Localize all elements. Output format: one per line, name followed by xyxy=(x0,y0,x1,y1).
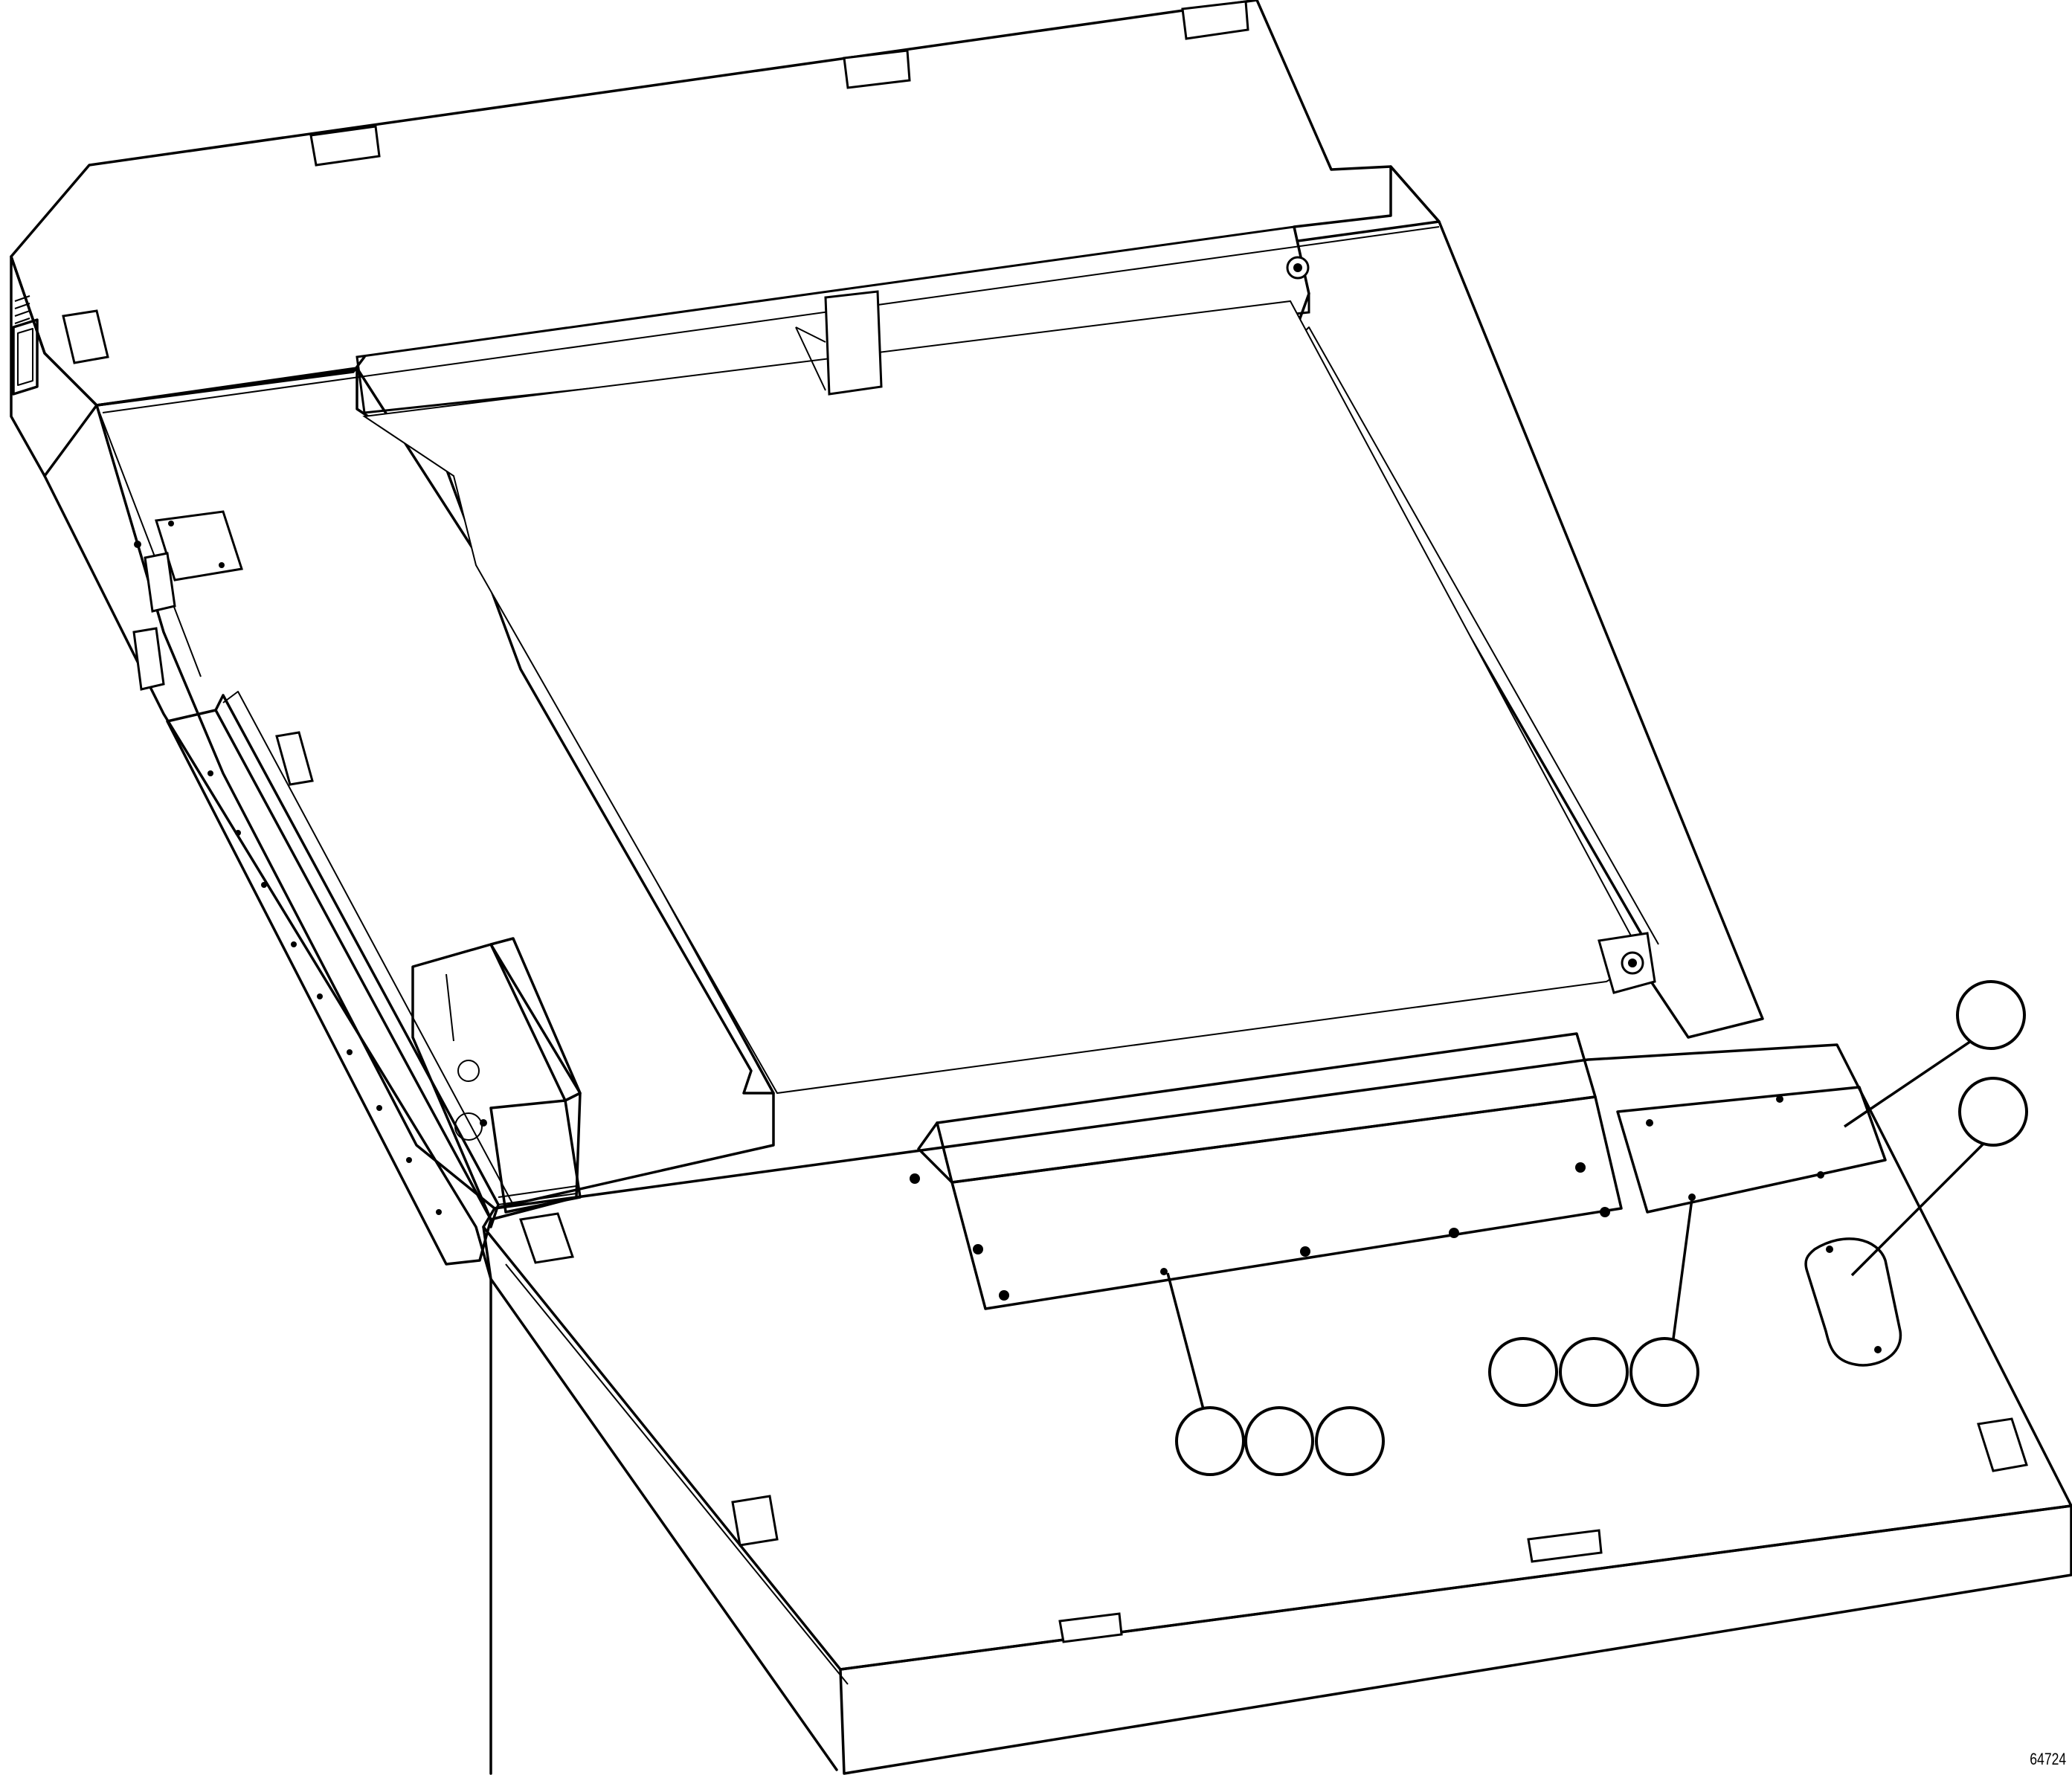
left-angle-rail xyxy=(166,691,514,1266)
center-trough xyxy=(910,1032,1623,1310)
center-opening xyxy=(362,256,1656,1095)
callout-d xyxy=(1559,1337,1629,1407)
electrical-box xyxy=(411,937,582,1221)
oval-plate xyxy=(1804,1237,1902,1367)
left-side-wall xyxy=(10,255,492,1775)
callout-e xyxy=(1629,1337,1699,1407)
callout-b xyxy=(1958,1077,2028,1147)
upper-deck-pads xyxy=(62,0,1249,786)
callout-g xyxy=(1244,1406,1314,1476)
callout-c xyxy=(1488,1337,1558,1407)
callout-h xyxy=(1315,1406,1385,1476)
leader-lines xyxy=(1166,1032,1987,1410)
access-cover-right xyxy=(1616,1086,1887,1214)
callout-f xyxy=(1175,1406,1245,1476)
callout-a xyxy=(1956,980,2026,1050)
figure-number: 64724 xyxy=(2030,1750,2066,1768)
left-mesh-strip xyxy=(95,367,775,1210)
lower-main-panel xyxy=(482,1043,2072,1775)
